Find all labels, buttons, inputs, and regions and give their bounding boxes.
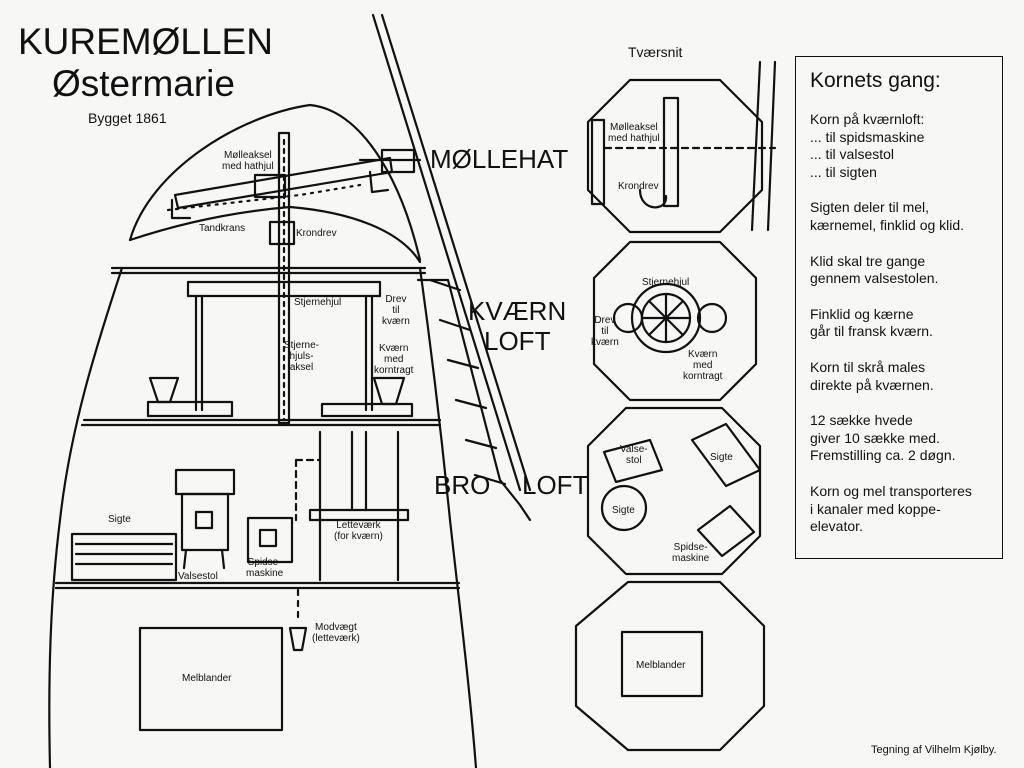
- xs-label-mixer: Melblander: [636, 660, 686, 671]
- cross-section-bridge-loft: [586, 406, 762, 576]
- label-crown-pinion: Krondrev: [296, 228, 337, 239]
- sail-stock: [358, 13, 532, 522]
- xs-label-pinion-to-mill: Drev til kværn: [591, 315, 619, 348]
- label-star-wheel: Stjernehjul: [294, 297, 342, 308]
- label-star-axle: Stjerne- hjuls- aksel: [284, 340, 320, 373]
- legend-paragraph: Klid skal tre gange gennem valsestolen.: [810, 252, 939, 287]
- xs-label-sieve-square: Sigte: [710, 452, 733, 463]
- section-bridge-part1: BRO: [434, 470, 491, 500]
- label-counterweight: Modvægt (letteværk): [312, 622, 360, 644]
- label-mixer: Melblander: [182, 673, 232, 684]
- section-grind-line2: LOFT: [484, 326, 551, 356]
- drawing-credit: Tegning af Vilhelm Kjølby.: [871, 744, 997, 756]
- label-grinder: Spidse- maskine: [246, 557, 284, 579]
- cross-section-title: Tværsnit: [628, 44, 683, 60]
- legend-paragraph: Korn og mel transporteres i kanaler med …: [810, 482, 972, 535]
- cross-section-ground: [574, 580, 766, 752]
- label-axle: Mølleaksel med hathjul: [222, 150, 274, 172]
- legend-paragraph: Korn på kværnloft: ... til spidsmaskine …: [810, 111, 925, 180]
- legend-box: Kornets gang: Korn på kværnloft: ... til…: [795, 56, 1003, 559]
- section-grind-line1: KVÆRN: [468, 296, 567, 326]
- mill-outline: [48, 103, 478, 768]
- legend-paragraph: 12 sække hvede giver 10 sække med. Frems…: [810, 412, 956, 464]
- xs-label-mill-hopper: Kværn med korntragt: [683, 349, 723, 382]
- section-cap: MØLLEHAT: [430, 144, 569, 174]
- legend-paragraph: Finklid og kærne går til fransk kværn.: [810, 305, 933, 340]
- title-line1: KUREMØLLEN: [18, 21, 273, 62]
- bridge-machinery: [70, 430, 410, 652]
- title-line2: Østermarie: [52, 63, 235, 104]
- xs-label-sieve-round: Sigte: [612, 505, 635, 516]
- star-wheel-frame: [146, 280, 414, 418]
- xs-label-star-wheel: Stjernehjul: [642, 277, 690, 288]
- mixer-box: [138, 626, 284, 732]
- label-sieve: Sigte: [108, 514, 131, 525]
- label-pinion-to-mill: Drev til kværn: [382, 294, 410, 327]
- legend-title: Kornets gang:: [810, 69, 941, 92]
- legend-paragraph: Korn til skrå males direkte på kværnen.: [810, 358, 934, 393]
- built-year: Bygget 1861: [88, 110, 167, 126]
- xs-label-roller: Valse- stol: [620, 444, 648, 466]
- legend-paragraph: Sigten deler til mel, kærnemel, finklid …: [810, 199, 965, 233]
- label-crown-gear: Tandkrans: [199, 223, 246, 234]
- cross-section-grind-loft: [592, 240, 758, 402]
- xs-label-grinder: Spidse- maskine: [672, 542, 710, 564]
- xs-label-pinion: Krondrev: [618, 181, 659, 192]
- xs-label-axle: Mølleaksel med hathjul: [608, 122, 660, 144]
- cross-section-cap: [586, 60, 777, 234]
- label-roller: Valsestol: [178, 571, 218, 582]
- section-bridge-part2: LOFT: [522, 470, 589, 500]
- label-lift: Letteværk (for kværn): [334, 520, 383, 542]
- label-mill-hopper: Kværn med korntragt: [374, 343, 414, 376]
